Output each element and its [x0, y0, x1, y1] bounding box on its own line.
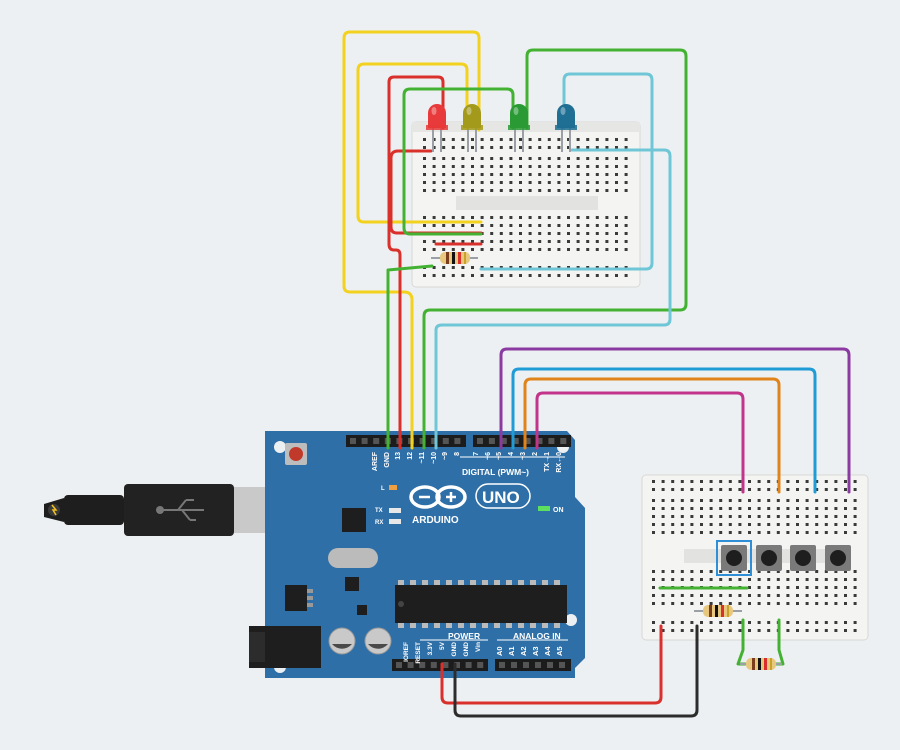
digital-pin-label: RX←0: [556, 452, 563, 473]
wire-cyan-ground: [479, 72, 654, 271]
led-tx-label: TX: [375, 508, 383, 514]
digital-pin-label: ~10: [431, 452, 438, 464]
power-pin-label: Vin: [475, 642, 482, 652]
digital-pin-label: 8: [454, 452, 461, 456]
breadboard-bottom-holes: [652, 480, 857, 632]
wire-yellow-inner: [356, 62, 483, 224]
capacitor-1: [328, 627, 356, 655]
digital-pin-label: GND: [384, 452, 391, 468]
breadboard-bottom[interactable]: [641, 474, 869, 641]
digital-pin-labels: AREF GND 13 12 ~11 ~10 ~9 8 7 ~6 ~5 4 ~3 2 TX→1 RX←0: [372, 451, 563, 472]
wire-cyan: [434, 148, 672, 450]
led-tx-indicator: [389, 508, 401, 513]
digital-header-label: DIGITAL (PWM~): [462, 467, 529, 477]
atmega-chip: [395, 585, 567, 623]
crystal-oscillator: [328, 548, 378, 568]
arduino-uno-board[interactable]: AREF GND 13 12 ~11 ~10 ~9 8 7 ~6 ~5 4 ~3 2 TX→1 RX←0 IO…: [249, 431, 585, 678]
on-label: ON: [553, 507, 564, 514]
power-on-indicator: [538, 506, 550, 511]
led-rx-indicator: [389, 519, 401, 524]
wire-orange: [523, 377, 781, 494]
digital-pin-label: ~5: [496, 452, 503, 460]
digital-pin-label: 7: [473, 452, 480, 456]
digital-pin-label: 13: [395, 452, 402, 460]
power-pin-label: GND: [463, 642, 470, 657]
wire-red-outer: [387, 75, 445, 450]
led-blue[interactable]: [555, 104, 577, 152]
analog-pin-label: A4: [543, 646, 552, 656]
power-pin-label: 3.3V: [427, 641, 434, 655]
power-pin-label: IOREF: [403, 642, 410, 662]
digital-pin-label: ~3: [520, 452, 527, 460]
arduino-logo-icon: [409, 485, 467, 509]
transistor: [357, 605, 367, 615]
wire-green-outer: [422, 48, 688, 450]
digital-pin-label: ~6: [485, 452, 492, 460]
power-pin-label: 5V: [439, 641, 446, 650]
push-button-4[interactable]: [825, 545, 851, 571]
led-rx-label: RX: [375, 520, 383, 526]
wire-blue: [511, 367, 817, 494]
usb-interface-chip: [342, 508, 366, 532]
wire-purple: [499, 347, 851, 494]
analog-pin-label: A5: [555, 646, 564, 656]
wire-green-gnd: [386, 264, 434, 450]
digital-pin-label: 2: [532, 452, 539, 456]
analog-pin-label: A2: [519, 646, 528, 656]
resistor-bottom-lower[interactable]: [740, 658, 782, 670]
digital-pin-label: 12: [407, 452, 414, 460]
led-yellow[interactable]: [461, 104, 483, 152]
led-green[interactable]: [508, 104, 530, 152]
voltage-regulator: [285, 585, 307, 611]
wire-ground: [453, 624, 699, 718]
voltage-regulator-small: [345, 577, 359, 591]
wire-red-led: [389, 149, 483, 235]
capacitor-2: [364, 627, 392, 655]
digital-pin-label: TX→1: [544, 452, 551, 472]
usb-icon: [156, 499, 204, 521]
analog-header-label: ANALOG IN: [513, 631, 561, 641]
chip-legs: [398, 580, 560, 628]
wires: [342, 30, 851, 718]
uno-badge: UNO: [482, 488, 520, 507]
power-pin-label: RESET: [415, 642, 422, 664]
power-header: [392, 659, 488, 671]
push-button-3[interactable]: [790, 545, 816, 571]
analog-pin-label: A0: [495, 646, 504, 656]
power-header-label: POWER: [448, 631, 480, 641]
arduino-brand: ARDUINO: [412, 515, 459, 526]
digital-pin-label: AREF: [372, 451, 379, 471]
led-l-indicator: [389, 485, 397, 490]
analog-pin-label: A3: [531, 646, 540, 656]
header-pin-holes: [350, 438, 567, 668]
resistor-top[interactable]: [431, 252, 478, 264]
reset-button-cap[interactable]: [289, 447, 303, 461]
wire-yellow-outer: [342, 30, 481, 450]
digital-pin-label: 4: [508, 452, 515, 456]
wire-green-inner: [402, 87, 515, 236]
wire-magenta: [535, 391, 745, 494]
resistor-bottom-middle[interactable]: [694, 605, 742, 617]
led-red[interactable]: [426, 104, 448, 152]
led-l-label: L: [381, 486, 385, 492]
digital-pin-label: ~9: [442, 452, 449, 460]
digital-pin-label: ~11: [419, 452, 426, 464]
usb-cable: [44, 484, 282, 536]
push-buttons[interactable]: [716, 540, 851, 576]
analog-pin-label: A1: [507, 646, 516, 656]
push-button-2[interactable]: [756, 545, 782, 571]
digital-header-low: [473, 435, 571, 447]
breadboard-top-holes: [423, 138, 628, 277]
led-group: [426, 104, 577, 152]
wire-power-5v: [440, 624, 663, 705]
power-pin-label: GND: [451, 642, 458, 657]
push-button-1[interactable]: [721, 545, 747, 571]
